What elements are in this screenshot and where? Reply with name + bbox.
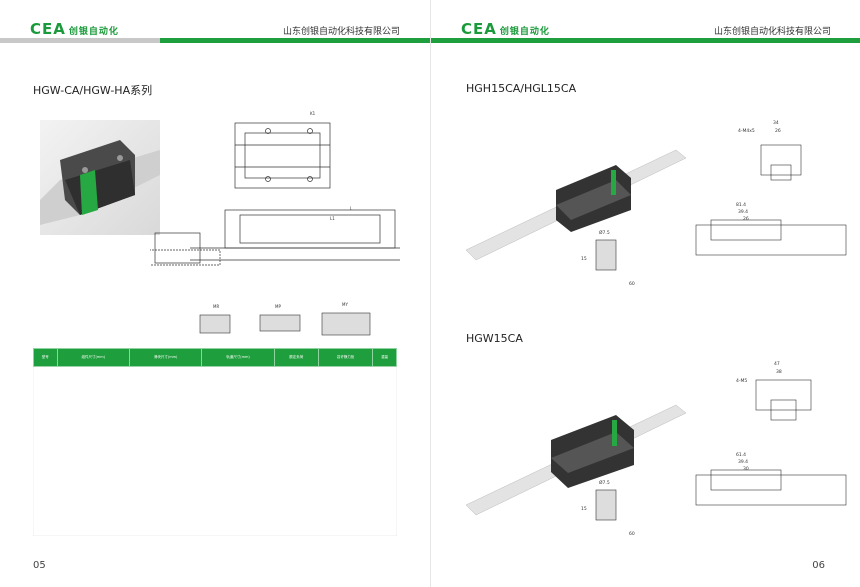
technical-drawing: K1L L1 MR MP MY xyxy=(150,111,400,336)
hgw15-drawing: 47 38 4-M5 61.4 39.4 30 Ø7.5 60 15 xyxy=(465,361,847,537)
svg-text:15: 15 xyxy=(581,506,587,512)
svg-text:K1: K1 xyxy=(310,111,316,116)
company-name: 山东创银自动化科技有限公司 xyxy=(282,27,400,37)
section-title: HGW-CA/HGW-HA系列 xyxy=(33,84,153,97)
svg-text:4-M4x5: 4-M4x5 xyxy=(738,128,755,134)
svg-text:47: 47 xyxy=(774,361,780,367)
svg-text:39.4: 39.4 xyxy=(738,209,748,215)
svg-text:60: 60 xyxy=(629,281,635,287)
company-name: 山东创银自动化科技有限公司 xyxy=(713,27,831,37)
svg-text:Ø7.5: Ø7.5 xyxy=(599,229,610,236)
svg-text:30: 30 xyxy=(743,466,749,472)
svg-text:34: 34 xyxy=(773,120,779,126)
table-header: 型号 xyxy=(33,348,58,367)
svg-text:Ø7.5: Ø7.5 xyxy=(599,479,610,486)
label-mp: MP xyxy=(275,304,281,309)
section-title-hgw15: HGW15CA xyxy=(466,332,523,345)
svg-text:26: 26 xyxy=(743,216,749,222)
svg-text:81.4: 81.4 xyxy=(736,202,746,208)
product-photo xyxy=(40,120,160,235)
specification-table: 型号 组件尺寸(mm) 滑块尺寸(mm) 轨道尺寸(mm) 额定负荷 容许静力矩… xyxy=(33,348,397,367)
label-mr: MR xyxy=(213,304,219,309)
page-number: 06 xyxy=(812,560,825,571)
svg-text:61.4: 61.4 xyxy=(736,452,746,458)
hgh15-drawing: 34 26 4-M4x5 81.4 39.4 26 Ø7.5 60 15 xyxy=(465,120,847,287)
label-my: MY xyxy=(342,302,348,307)
svg-text:39.4: 39.4 xyxy=(738,459,748,465)
svg-text:26: 26 xyxy=(775,128,781,134)
svg-text:4-M5: 4-M5 xyxy=(736,378,747,384)
svg-text:L: L xyxy=(350,206,353,211)
svg-text:38: 38 xyxy=(776,369,782,375)
section-title-hgh15: HGH15CA/HGL15CA xyxy=(466,82,577,95)
spec-table-body xyxy=(32,365,398,537)
header-bar-grey xyxy=(0,38,160,43)
svg-text:60: 60 xyxy=(629,531,635,537)
page-number: 05 xyxy=(33,560,46,571)
header-bar-green xyxy=(160,38,430,43)
header-bar-green xyxy=(431,38,860,43)
svg-text:L1: L1 xyxy=(330,216,335,221)
svg-text:15: 15 xyxy=(581,256,587,262)
